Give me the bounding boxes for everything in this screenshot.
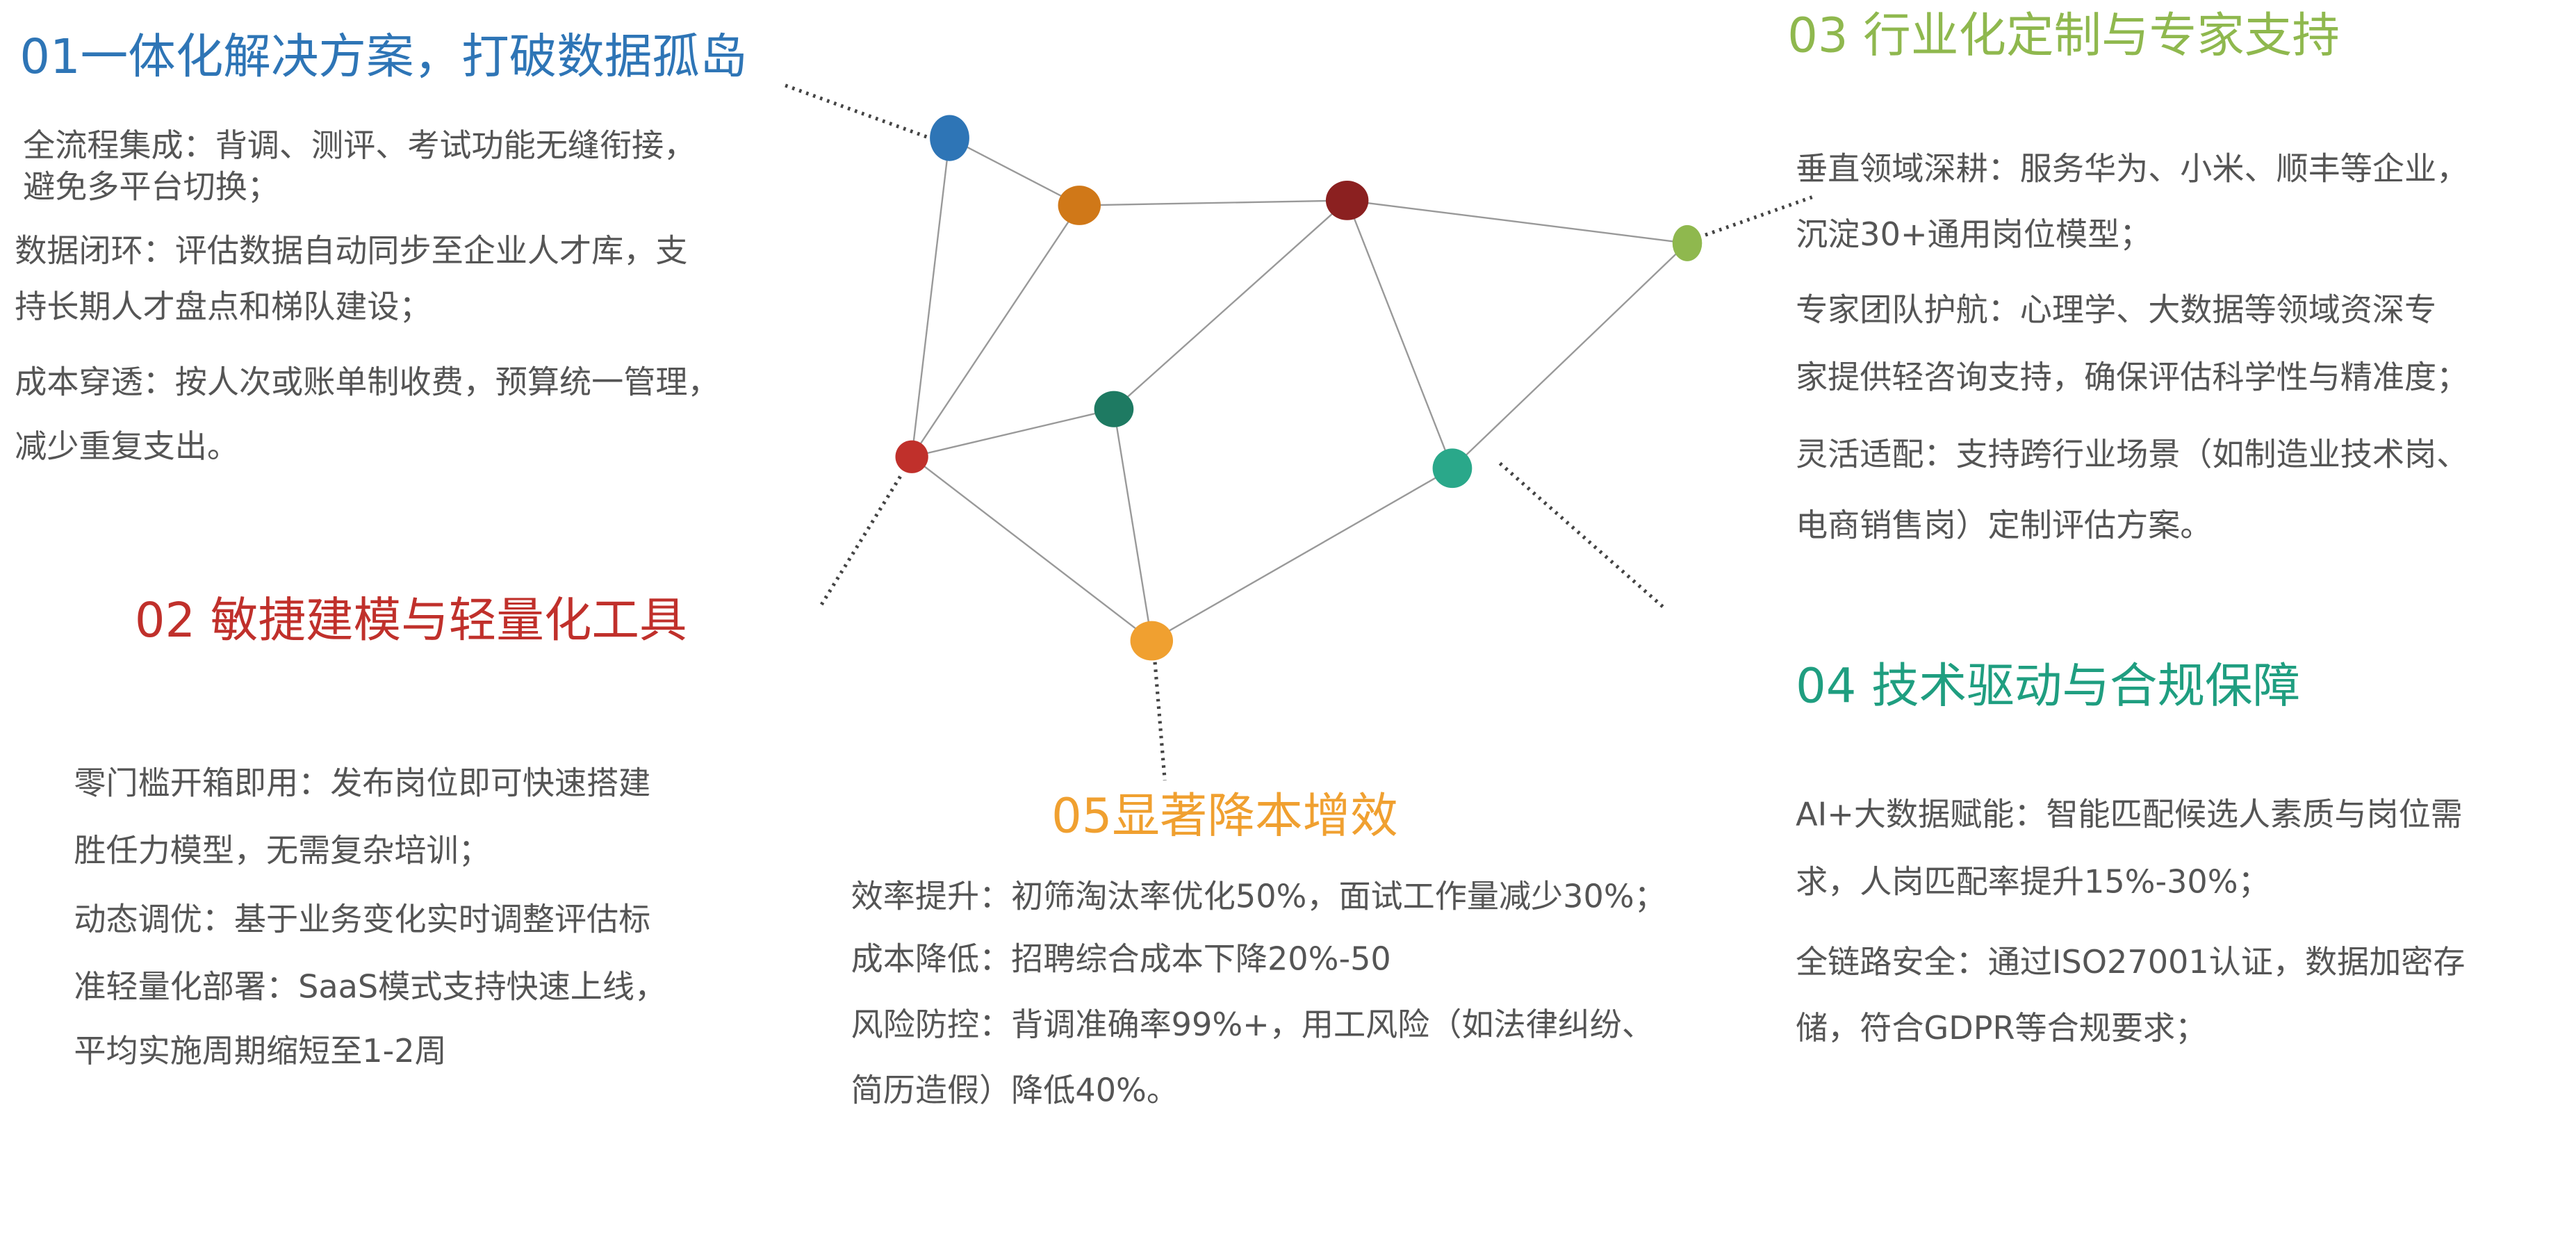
- section-03-line: 灵活适配：支持跨行业场景（如制造业技术岗、: [1796, 436, 2469, 474]
- dotted-connector: [1498, 461, 1666, 609]
- section-03-line: 专家团队护航：心理学、大数据等领域资深专: [1796, 291, 2437, 329]
- section-04-line: 全链路安全：通过ISO27001认证，数据加密存: [1796, 943, 2466, 982]
- node-green: [1672, 224, 1703, 261]
- section-01-line: 避免多平台切换；: [23, 167, 279, 206]
- section-01-title: 01一体化解决方案，打破数据孤岛: [19, 28, 748, 85]
- section-01-line: 减少重复支出。: [15, 427, 240, 466]
- node-yellow-orange: [1130, 621, 1174, 661]
- section-02-line: 平均实施周期缩短至1-2周: [74, 1032, 447, 1070]
- dotted-connector: [819, 475, 902, 606]
- section-04-line: AI+大数据赋能：智能匹配候选人素质与岗位需: [1796, 795, 2463, 834]
- section-01-line: 全流程集成：背调、测评、考试功能无缝衔接，: [23, 126, 696, 165]
- section-04-line: 求，人岗匹配率提升15%-30%；: [1796, 862, 2270, 901]
- section-01-line: 成本穿透：按人次或账单制收费，预算统一管理，: [15, 363, 720, 402]
- section-05-line: 成本降低：招聘综合成本下降20%-50: [851, 940, 1391, 979]
- edge: [1079, 199, 1347, 206]
- edge: [1151, 467, 1453, 642]
- section-03-title: 03 行业化定制与专家支持: [1787, 7, 2340, 64]
- node-blue: [930, 115, 969, 161]
- section-03-line: 电商销售岗）定制评估方案。: [1796, 506, 2213, 545]
- edge: [1113, 199, 1348, 410]
- section-03-line: 沉淀30+通用岗位模型；: [1796, 215, 2152, 254]
- section-02-line: 零门槛开箱即用：发布岗位即可快速搭建: [74, 764, 651, 803]
- section-03-line: 家提供轻咨询支持，确保评估科学性与精准度；: [1796, 358, 2469, 397]
- section-03-line: 垂直领域深耕：服务华为、小米、顺丰等企业，: [1796, 149, 2469, 188]
- dotted-connector: [1153, 662, 1167, 781]
- node-dark-red: [1325, 181, 1369, 220]
- section-04-title: 04 技术驱动与合规保障: [1796, 657, 2301, 714]
- dotted-connector: [785, 83, 931, 140]
- node-red: [895, 440, 928, 473]
- edge: [1113, 409, 1153, 641]
- section-01-line: 持长期人才盘点和梯队建设；: [15, 288, 432, 326]
- section-04-line: 储，符合GDPR等合规要求；: [1796, 1009, 2208, 1047]
- edge: [910, 138, 951, 457]
- section-02-line: 动态调优：基于业务变化实时调整评估标: [74, 901, 651, 939]
- section-05-title: 05显著降本增效: [1051, 787, 1398, 844]
- edge: [911, 456, 1153, 641]
- section-01-line: 数据闭环：评估数据自动同步至企业人才库，支: [15, 231, 688, 270]
- edge: [1452, 243, 1688, 469]
- section-05-line: 简历造假）降低40%。: [851, 1072, 1179, 1110]
- edge: [1346, 200, 1454, 469]
- edge: [949, 137, 1080, 206]
- edge: [911, 204, 1081, 457]
- node-dark-green: [1094, 391, 1134, 427]
- section-05-line: 效率提升：初筛淘汰率优化50%，面试工作量减少30%；: [851, 878, 1666, 916]
- edge: [1347, 199, 1688, 245]
- section-05-line: 风险防控：背调准确率99%+，用工风险（如法律纠纷、: [851, 1006, 1655, 1044]
- section-02-title: 02 敏捷建模与轻量化工具: [134, 592, 687, 648]
- section-02-line: 准轻量化部署：SaaS模式支持快速上线，: [74, 968, 667, 1006]
- node-orange: [1058, 186, 1101, 225]
- node-teal: [1432, 448, 1472, 489]
- section-02-line: 胜任力模型，无需复杂培训；: [74, 831, 491, 870]
- edge: [911, 408, 1115, 458]
